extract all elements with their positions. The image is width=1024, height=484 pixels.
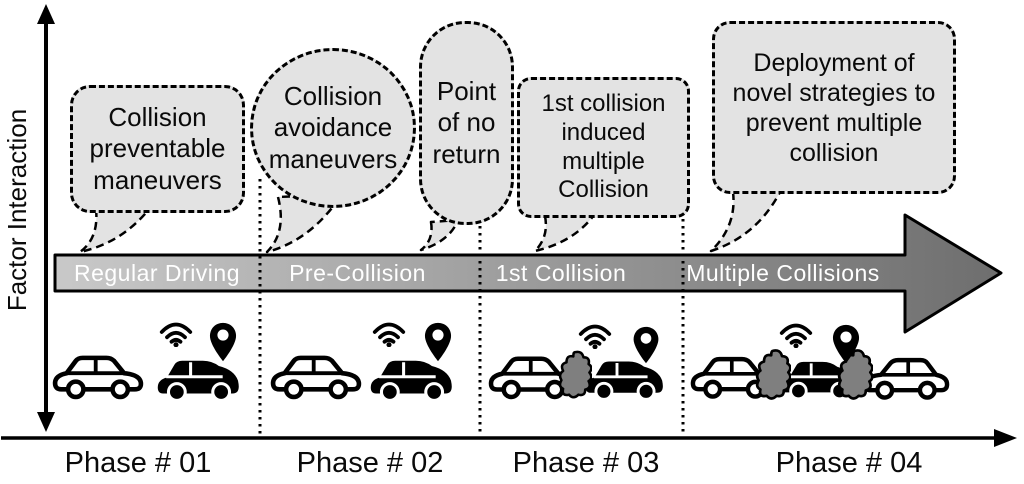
timeline-arrow: [53, 213, 1003, 334]
phase3-vehicles: [491, 324, 665, 401]
phase4-vehicles: [693, 323, 947, 401]
wifi-icon: [779, 323, 813, 348]
phase-label-01: Phase # 01: [64, 447, 212, 479]
speech-bubble-deployment-strategies: Deployment of novel strategies to preven…: [712, 21, 956, 194]
speech-bubble-point-of-no-return: Point of no return: [419, 21, 514, 225]
car-connected-icon: [370, 359, 454, 403]
timeline-segment-multiple-collisions: Multiple Collisions: [686, 260, 880, 286]
speech-bubble-tail-2: [265, 192, 344, 254]
phase-label-03: Phase # 03: [512, 447, 660, 479]
speech-bubble-tail-3: [419, 218, 460, 252]
speech-bubble-tail-1: [78, 206, 152, 254]
crash-smoke-icon: [558, 350, 592, 399]
car-connected-icon: [585, 359, 665, 401]
timeline-segment-regular-driving: Regular Driving: [73, 260, 240, 286]
y-axis-label: Factor Interaction: [2, 108, 32, 312]
location-pin-icon: [424, 322, 452, 362]
car-outline-icon: [55, 358, 141, 397]
speech-bubble-tail-5: [709, 190, 782, 253]
y-axis-up-arrowhead: [37, 4, 55, 24]
wifi-icon: [578, 324, 612, 349]
speech-bubble-first-collision-induced: 1st collision induced multiple Collision: [517, 77, 690, 218]
phase1-vehicles: [55, 322, 241, 403]
car-outline-icon: [865, 360, 947, 397]
x-axis: [1, 429, 1017, 447]
crash-smoke-icon: [755, 348, 791, 400]
location-pin-icon: [209, 322, 237, 362]
y-axis-down-arrowhead: [37, 412, 55, 432]
speech-bubble-tail-4: [533, 213, 596, 253]
wifi-icon: [159, 322, 193, 347]
car-connected-icon: [157, 359, 241, 403]
speech-bubble-collision-preventable: Collision preventable maneuvers: [70, 85, 245, 213]
wifi-icon: [372, 322, 406, 347]
timeline-segment-pre-collision: Pre-Collision: [289, 260, 426, 286]
location-pin-icon: [633, 326, 659, 364]
y-axis: [37, 4, 55, 432]
phase2-vehicles: [273, 322, 454, 403]
x-axis-right-arrowhead: [994, 429, 1017, 447]
speech-bubble-collision-avoidance: Collision avoidance maneuvers: [250, 48, 416, 208]
car-outline-icon: [273, 358, 359, 397]
phase-label-04: Phase # 04: [775, 447, 923, 479]
timeline-segment-first-collision: 1st Collision: [495, 260, 627, 286]
phase-label-02: Phase # 02: [296, 447, 444, 479]
